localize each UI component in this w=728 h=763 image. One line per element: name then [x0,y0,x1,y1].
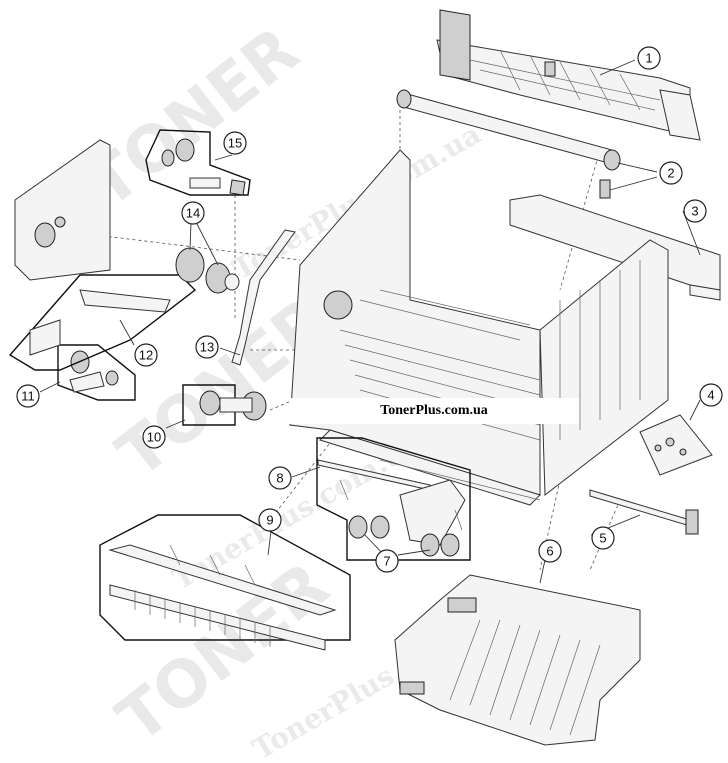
part-lower-tray [394,574,641,746]
callout-14: 14 [181,201,205,225]
part-drive-gear-group [145,129,251,196]
part-gear-pair-group [182,384,267,426]
callout-2-label: 2 [667,166,674,181]
callout-8: 8 [268,466,292,490]
callout-3-label: 3 [691,204,698,219]
callout-15-label: 15 [228,136,242,151]
callout-1-label: 1 [645,51,652,66]
callout-13: 13 [195,335,219,359]
part-gear-set-group [57,344,136,401]
part-bracket-group [8,274,197,371]
callout-9-label: 9 [266,513,273,528]
callout-15: 15 [223,131,247,155]
part-paper-guide-group [99,514,351,651]
part-left-side-plate [14,139,111,281]
callout-12-label: 12 [139,348,153,363]
callout-11-label: 11 [21,389,35,404]
part-roller [396,89,621,199]
callout-6: 6 [538,539,562,563]
callout-4-label: 4 [707,388,714,403]
callout-8-label: 8 [276,471,283,486]
callout-13-label: 13 [200,340,214,355]
callout-11: 11 [16,384,40,408]
callout-14-label: 14 [186,206,200,221]
callout-6-label: 6 [546,544,553,559]
part-shaft [589,489,699,535]
callout-7-label: 7 [383,554,390,569]
callout-1: 1 [637,46,661,70]
callout-5: 5 [591,526,615,550]
part-release-arm [231,229,296,366]
callout-12: 12 [134,343,158,367]
site-banner: TonerPlus.com.ua [289,398,579,424]
part-pick-assembly-group [316,437,471,561]
callout-10-label: 10 [147,430,161,445]
callout-9: 9 [258,508,282,532]
callout-2: 2 [659,161,683,185]
callout-3: 3 [683,199,707,223]
part-sensor-board [639,414,713,476]
callout-4: 4 [699,383,723,407]
leader-lines [39,59,701,584]
callout-7: 7 [375,549,399,573]
part-exit-assembly [436,9,701,141]
callout-5-label: 5 [599,531,606,546]
part-gear-cluster [175,247,240,294]
callout-10: 10 [142,425,166,449]
